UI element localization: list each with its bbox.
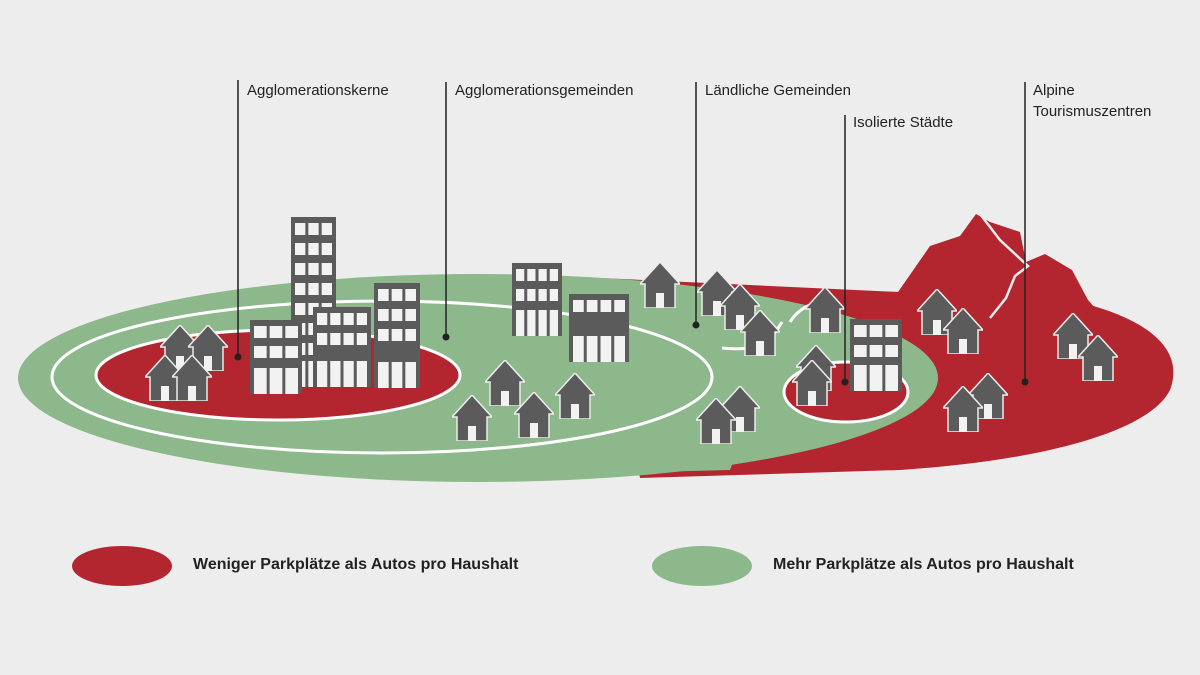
label-agglomerationskerne: Agglomerationskerne	[247, 82, 389, 99]
building-icon	[512, 263, 562, 336]
label-alpine-line1: Alpine	[1033, 82, 1075, 99]
legend-label-green: Mehr Parkplätze als Autos pro Haushalt	[773, 556, 1074, 573]
label-laendliche-gemeinden: Ländliche Gemeinden	[705, 82, 851, 99]
label-isolierte-staedte: Isolierte Städte	[853, 114, 954, 131]
legend-label-red: Weniger Parkplätze als Autos pro Haushal…	[193, 556, 519, 573]
label-alpine-line2: Tourismuszentren	[1033, 103, 1152, 120]
mountain-icon	[880, 214, 1120, 336]
building-icon	[313, 307, 371, 387]
legend-swatch-green	[652, 546, 752, 586]
building-icon	[250, 320, 302, 394]
building-icon	[374, 283, 420, 388]
callout-dot-isolierte-staedte	[841, 378, 849, 386]
mountain-ridge-line	[979, 213, 1030, 319]
building-icon	[569, 294, 629, 362]
building-icon	[850, 319, 902, 391]
legend-swatch-red	[72, 546, 172, 586]
callout-dot-laendliche-gemeinden	[692, 321, 700, 329]
callout-dot-agglomerationskerne	[234, 353, 242, 361]
house-icon	[640, 262, 680, 308]
label-agglomerationsgemeinden: Agglomerationsgemeinden	[455, 82, 634, 99]
callout-dot-alpine	[1021, 378, 1029, 386]
callout-dot-agglomerationsgemeinden	[442, 333, 450, 341]
